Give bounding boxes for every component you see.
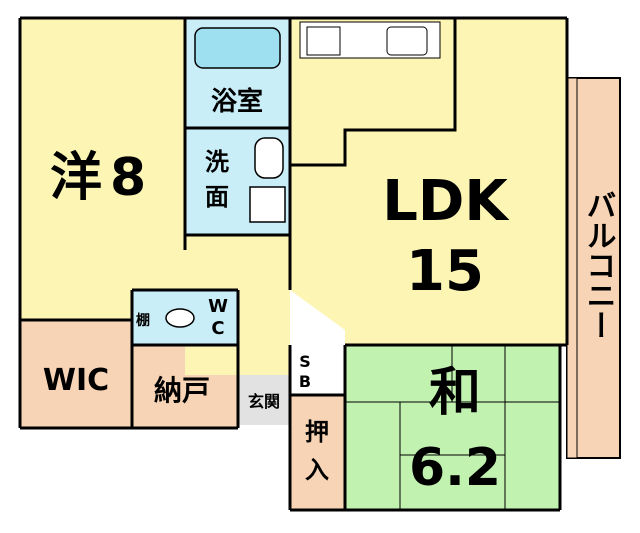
- washer-icon: [249, 186, 286, 223]
- sink-icon: [386, 26, 428, 56]
- closet-label-1: 押: [305, 418, 329, 446]
- japanese-room-size: 6.2: [409, 438, 501, 498]
- japanese-room-name: 和: [429, 363, 481, 423]
- ldk-name: LDK: [382, 169, 510, 234]
- stove-icon: [306, 26, 341, 56]
- tatami-lines: [345, 345, 560, 510]
- shoebox-label-1: S: [299, 352, 311, 371]
- ldk-floor: [290, 18, 567, 345]
- toilet-label-1: W: [208, 296, 228, 317]
- western-room-size: 8: [110, 148, 146, 208]
- closet-label-2: 入: [305, 456, 329, 484]
- bathtub-icon: [194, 27, 281, 69]
- wash-basin-icon: [254, 137, 284, 179]
- toilet-label-2: C: [211, 318, 224, 339]
- bath-label: 浴室: [211, 86, 263, 117]
- closet-floor: [290, 395, 345, 510]
- wic-label: WIC: [43, 363, 109, 398]
- shoebox-label-2: B: [299, 372, 311, 391]
- shoebox-floor: [290, 345, 320, 395]
- shelf-label: 棚: [136, 312, 150, 329]
- washroom-label-1: 洗: [205, 148, 229, 176]
- western-room-name: 洋: [50, 148, 102, 208]
- walls: [18, 16, 569, 512]
- balcony-label: バルコニー: [581, 190, 616, 340]
- wic-floor: [20, 320, 132, 428]
- toilet-icon: [165, 308, 195, 328]
- washroom-label-2: 面: [205, 183, 229, 211]
- western-room-floor: [20, 18, 185, 320]
- entrance-floor: [238, 375, 290, 425]
- entrance-label: 玄関: [248, 392, 280, 411]
- storage-label: 納戸: [154, 374, 210, 407]
- ldk-size: 15: [406, 239, 484, 304]
